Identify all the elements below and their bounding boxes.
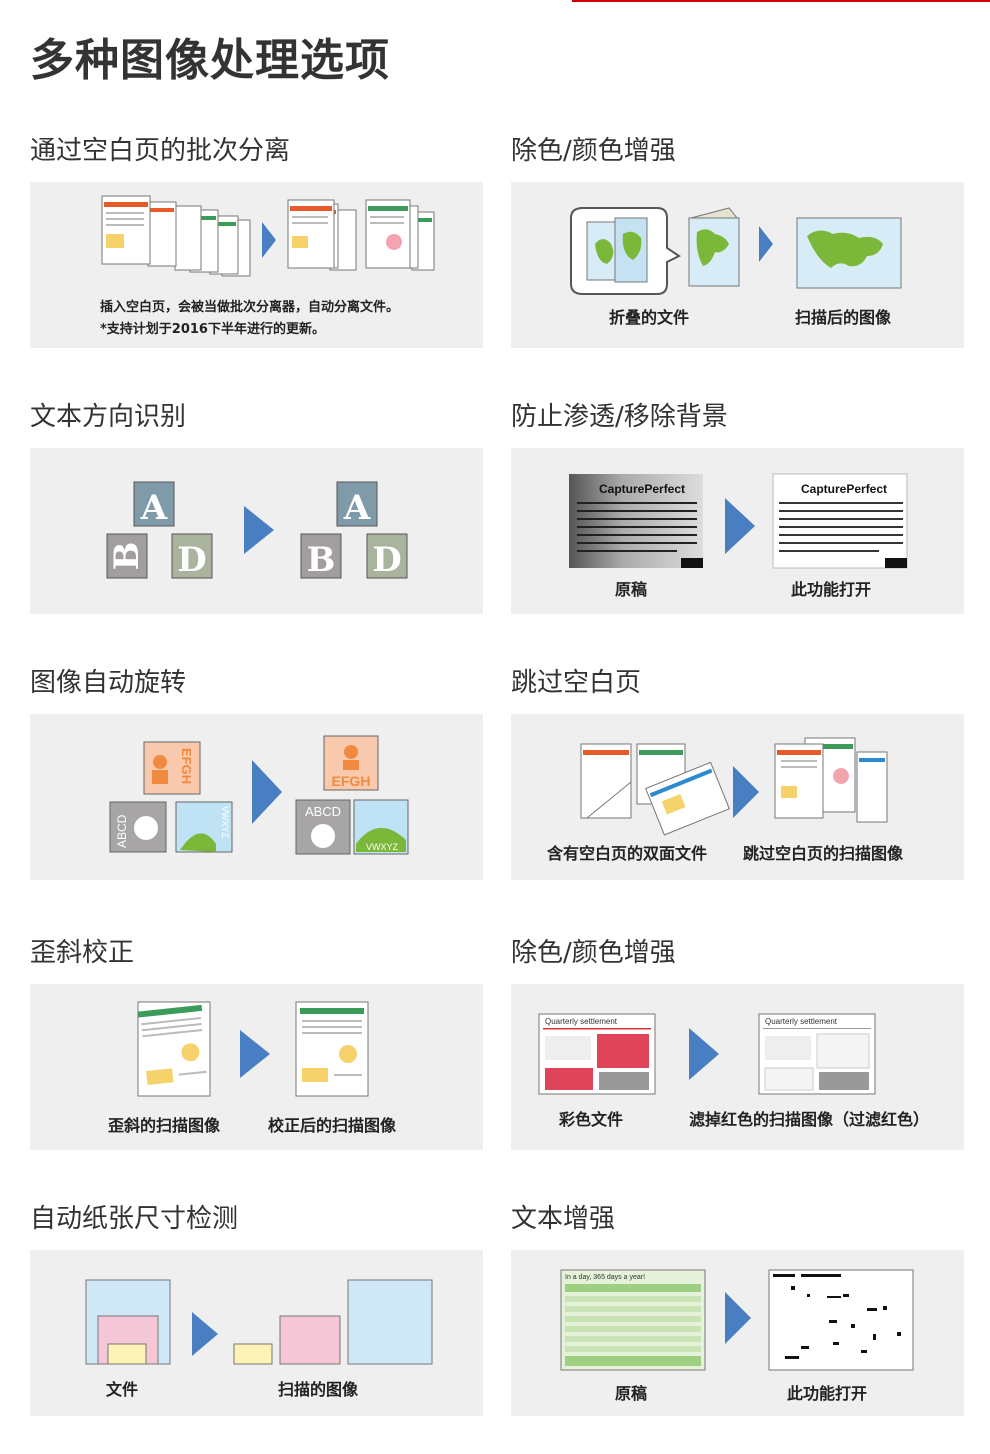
letter-b-before: B bbox=[107, 542, 147, 571]
panel-deskew: 歪斜的扫描图像 校正后的扫描图像 bbox=[30, 984, 483, 1150]
section-title-auto-rotation: 图像自动旋转 bbox=[30, 668, 187, 698]
batch-note-1: 插入空白页，会被当做批次分离器，自动分离文件。 bbox=[100, 300, 400, 315]
bleed-through-illustration: CapturePerfect CapturePerfect bbox=[569, 473, 908, 569]
label-efgh-rotated: EFGH bbox=[179, 748, 194, 784]
arrow-right-icon bbox=[759, 226, 773, 262]
caption-function-on: 此功能打开 bbox=[791, 580, 872, 599]
arrow-right-icon bbox=[689, 1028, 719, 1080]
caption-scanned-images: 扫描的图像 bbox=[278, 1380, 359, 1399]
label-abcd-rotated: ABCD bbox=[115, 814, 129, 848]
arrow-right-icon bbox=[725, 1292, 751, 1344]
skewed-page-content bbox=[137, 1004, 207, 1085]
deskew-illustration bbox=[137, 1001, 369, 1097]
arrow-right-icon bbox=[725, 498, 755, 554]
arrow-right-icon bbox=[240, 1030, 270, 1078]
letter-d-after: D bbox=[372, 540, 401, 580]
panel-batch-separation: 插入空白页，会被当做批次分离器，自动分离文件。 *支持计划于2016下半年进行的… bbox=[30, 182, 483, 348]
section-title-color-dropout: 除色/颜色增强 bbox=[511, 136, 676, 166]
section-title-skip-blank: 跳过空白页 bbox=[511, 668, 642, 698]
panel-color-dropout-table: Quarterly settlement Quarterly settlemen… bbox=[511, 984, 964, 1150]
section-title-paper-size: 自动纸张尺寸检测 bbox=[30, 1204, 239, 1234]
section-title-text-enhancement: 文本增强 bbox=[511, 1204, 616, 1234]
label-efgh-upright: EFGH bbox=[332, 773, 371, 789]
caption-color-document: 彩色文件 bbox=[559, 1110, 624, 1129]
skip-blank-illustration bbox=[580, 737, 888, 836]
page-title: 多种图像处理选项 bbox=[30, 35, 390, 86]
caption-original: 原稿 bbox=[615, 580, 648, 599]
label-abcd-upright: ABCD bbox=[305, 804, 341, 819]
stacked-documents-before bbox=[101, 195, 251, 277]
arrow-right-icon bbox=[192, 1312, 218, 1356]
section-title-deskew: 歪斜校正 bbox=[30, 938, 135, 968]
section-title-color-dropout-2: 除色/颜色增强 bbox=[511, 938, 676, 968]
section-title-bleed-through: 防止渗透/移除背景 bbox=[511, 402, 728, 432]
red-dropout-illustration: Quarterly settlement Quarterly settlemen… bbox=[538, 1013, 876, 1095]
letter-b-after: B bbox=[307, 540, 336, 580]
caption-scanned-image: 扫描后的图像 bbox=[795, 308, 892, 327]
top-accent-line bbox=[572, 0, 990, 2]
caption-folded-document: 折叠的文件 bbox=[609, 308, 690, 327]
caption-document: 文件 bbox=[106, 1380, 139, 1399]
doc-heading-color: Quarterly settlement bbox=[545, 1017, 618, 1026]
text-orientation-illustration: A B D A B D bbox=[106, 481, 408, 580]
doc-heading-original: CapturePerfect bbox=[599, 482, 685, 496]
page-curl bbox=[585, 780, 632, 819]
caption-function-on-2: 此功能打开 bbox=[787, 1384, 868, 1403]
clean-document bbox=[772, 473, 908, 569]
caption-red-filtered-scan: 滤掉红色的扫描图像（过滤红色） bbox=[689, 1110, 930, 1129]
folded-document-illustration bbox=[570, 207, 902, 295]
doc-heading-filtered: Quarterly settlement bbox=[765, 1017, 838, 1026]
caption-corrected-scan: 校正后的扫描图像 bbox=[268, 1116, 397, 1135]
letter-d-before: D bbox=[177, 540, 206, 580]
separated-documents-after bbox=[287, 199, 435, 271]
batch-separation-illustration bbox=[101, 195, 435, 277]
section-title-text-orientation: 文本方向识别 bbox=[30, 402, 187, 432]
caption-original-2: 原稿 bbox=[615, 1384, 648, 1403]
arrow-right-icon bbox=[244, 506, 274, 554]
caption-duplex-with-blank: 含有空白页的双面文件 bbox=[547, 844, 708, 863]
arrow-right-icon bbox=[262, 222, 276, 258]
panel-skip-blank: 含有空白页的双面文件 跳过空白页的扫描图像 bbox=[511, 714, 964, 880]
auto-rotation-illustration: EFGH ABCD VWXYZ EFGH ABCD VWXYZ bbox=[109, 735, 409, 855]
panel-color-dropout-map: 折叠的文件 扫描后的图像 bbox=[511, 182, 964, 348]
paper-size-illustration bbox=[85, 1279, 433, 1365]
batch-note-2: *支持计划于2016下半年进行的更新。 bbox=[100, 322, 325, 337]
letter-a-after: A bbox=[343, 488, 371, 528]
panel-bleed-through: CapturePerfect CapturePerfect 原稿 此功能打开 bbox=[511, 448, 964, 614]
doc-heading-clean: CapturePerfect bbox=[801, 482, 887, 496]
doc-heading-form: In a day, 365 days a year! bbox=[565, 1274, 645, 1281]
label-vwxyz-upright: VWXYZ bbox=[366, 842, 399, 852]
letter-a-before: A bbox=[140, 488, 168, 528]
arrow-right-icon bbox=[252, 760, 282, 824]
panel-text-orientation: A B D A B D bbox=[30, 448, 483, 614]
label-vwxyz-rotated: VWXYZ bbox=[220, 806, 230, 839]
panel-paper-size: 文件 扫描的图像 bbox=[30, 1250, 483, 1416]
arrow-right-icon bbox=[733, 766, 759, 818]
panel-text-enhancement: In a day, 365 days a year! 原稿 此功能打开 bbox=[511, 1250, 964, 1416]
panel-auto-rotation: EFGH ABCD VWXYZ EFGH ABCD VWXYZ bbox=[30, 714, 483, 880]
original-dirty-document bbox=[569, 474, 703, 568]
caption-skipped-scan: 跳过空白页的扫描图像 bbox=[743, 844, 904, 863]
caption-skewed-scan: 歪斜的扫描图像 bbox=[108, 1116, 221, 1135]
text-enhancement-illustration: In a day, 365 days a year! bbox=[560, 1269, 914, 1371]
section-title-batch-separation: 通过空白页的批次分离 bbox=[30, 136, 291, 166]
